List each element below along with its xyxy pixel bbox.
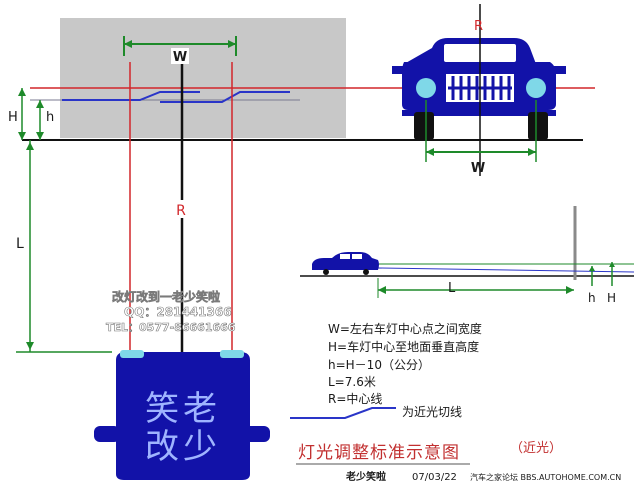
watermark-line2: QQ：281441366 [124,305,232,319]
side-car [312,252,379,275]
r-label-top: R [474,19,483,34]
w-arrow-right [228,40,236,48]
w-label-bg [171,48,189,64]
footer-site: 汽车之家论坛 BBS.AUTOHOME.COM.CN [470,472,621,482]
cutline-legend-line [290,407,396,419]
w-label-car: W [471,161,485,176]
legend-item-w: W=左右车灯中心点之间宽度 [328,321,482,336]
L-arrow-bottom [26,342,34,350]
h-label-side: h [588,291,596,305]
w-label-top: W [173,50,187,65]
L-label-side: L [448,281,456,296]
h-arrow-top [36,100,44,108]
r-label-bg [172,200,190,218]
subtitle: （近光） [510,441,562,456]
L-arrow-top [26,142,34,150]
r-label-mid: R [176,203,186,219]
legend-item-h: h=H－10（公分） [328,358,430,372]
side-h-arrow [589,266,595,271]
cutoff-line-left [62,91,200,101]
footer-date: 07/03/22 [412,472,457,483]
H-label-side: H [607,291,616,305]
title: 灯光调整标准示意图 [298,443,460,463]
cutoff-line-right [160,91,290,103]
h-label-left: h [46,110,54,125]
cutline-label: 为近光切线 [402,405,462,419]
car-rear-box [94,350,270,480]
front-car [392,38,566,140]
wall-screen [60,18,346,138]
box-text-line2: 改少 [145,427,221,467]
box-text-line1: 笑老 [145,389,221,429]
legend: W=左右车灯中心点之间宽度 H=车灯中心至地面垂直高度 h=H－10（公分） L… [328,321,482,406]
legend-item-R: R=中心线 [328,391,382,406]
side-L-arrow-left [378,286,386,294]
h-arrow-bottom [36,132,44,140]
legend-item-H: H=车灯中心至地面垂直高度 [328,339,479,354]
car-w-arrow-right [528,148,536,156]
watermark-line1: 改灯改到一老少笑啦 [112,289,220,304]
footer-author: 老少笑啦 [345,470,386,483]
watermark: 改灯改到一老少笑啦 QQ：281441366 TEL：0577-86661666 [106,289,236,335]
L-label-left: L [16,236,24,252]
H-arrow-bottom [18,132,26,140]
legend-item-L: L=7.6米 [328,375,376,389]
side-beam-h [377,267,635,273]
w-arrow-left [124,40,132,48]
side-L-arrow-right [566,286,574,294]
H-label-left: H [8,110,18,125]
watermark-line3: TEL：0577-86661666 [106,321,236,334]
car-w-arrow-left [426,148,434,156]
H-arrow-top [18,88,26,96]
side-H-arrow [609,262,615,267]
